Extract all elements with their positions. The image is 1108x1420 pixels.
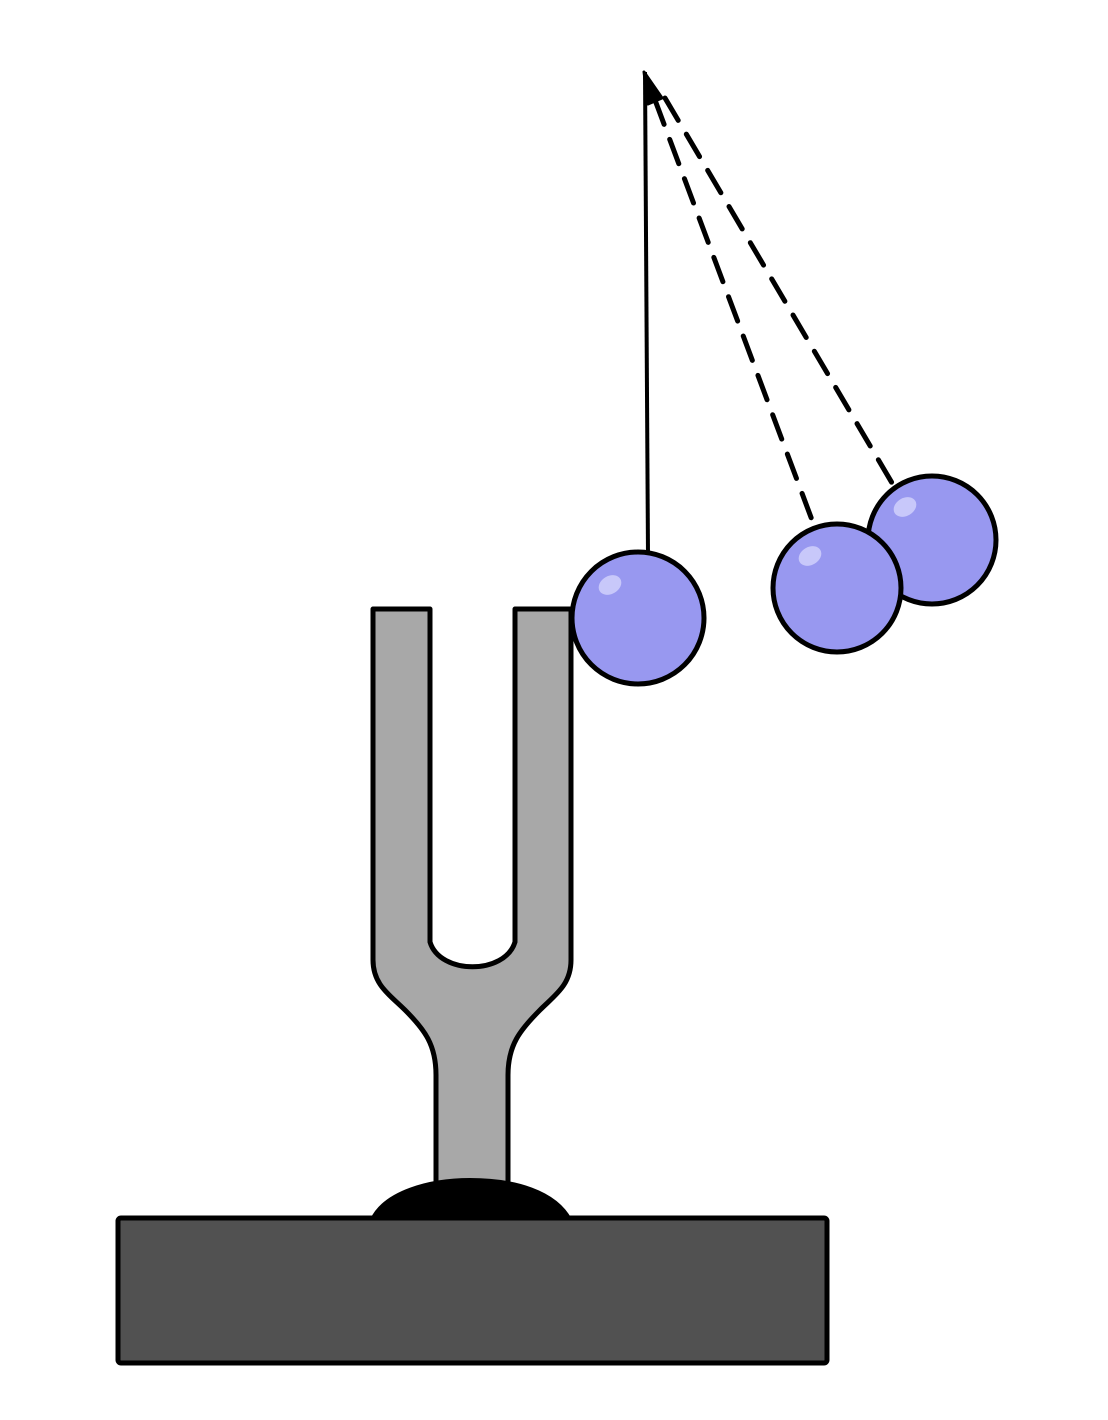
tuning-fork <box>370 606 574 1198</box>
pendulum-ball-swing-1 <box>770 521 904 655</box>
pendulum-ball-rest <box>569 549 707 687</box>
pendulum-string-dashed-2 <box>662 95 898 491</box>
pendulum-string-dashed-1 <box>652 97 818 531</box>
pendulum-pivot <box>642 70 664 106</box>
mount-mound <box>368 1177 574 1222</box>
base-block <box>115 1215 830 1366</box>
pendulum-string <box>643 71 650 557</box>
